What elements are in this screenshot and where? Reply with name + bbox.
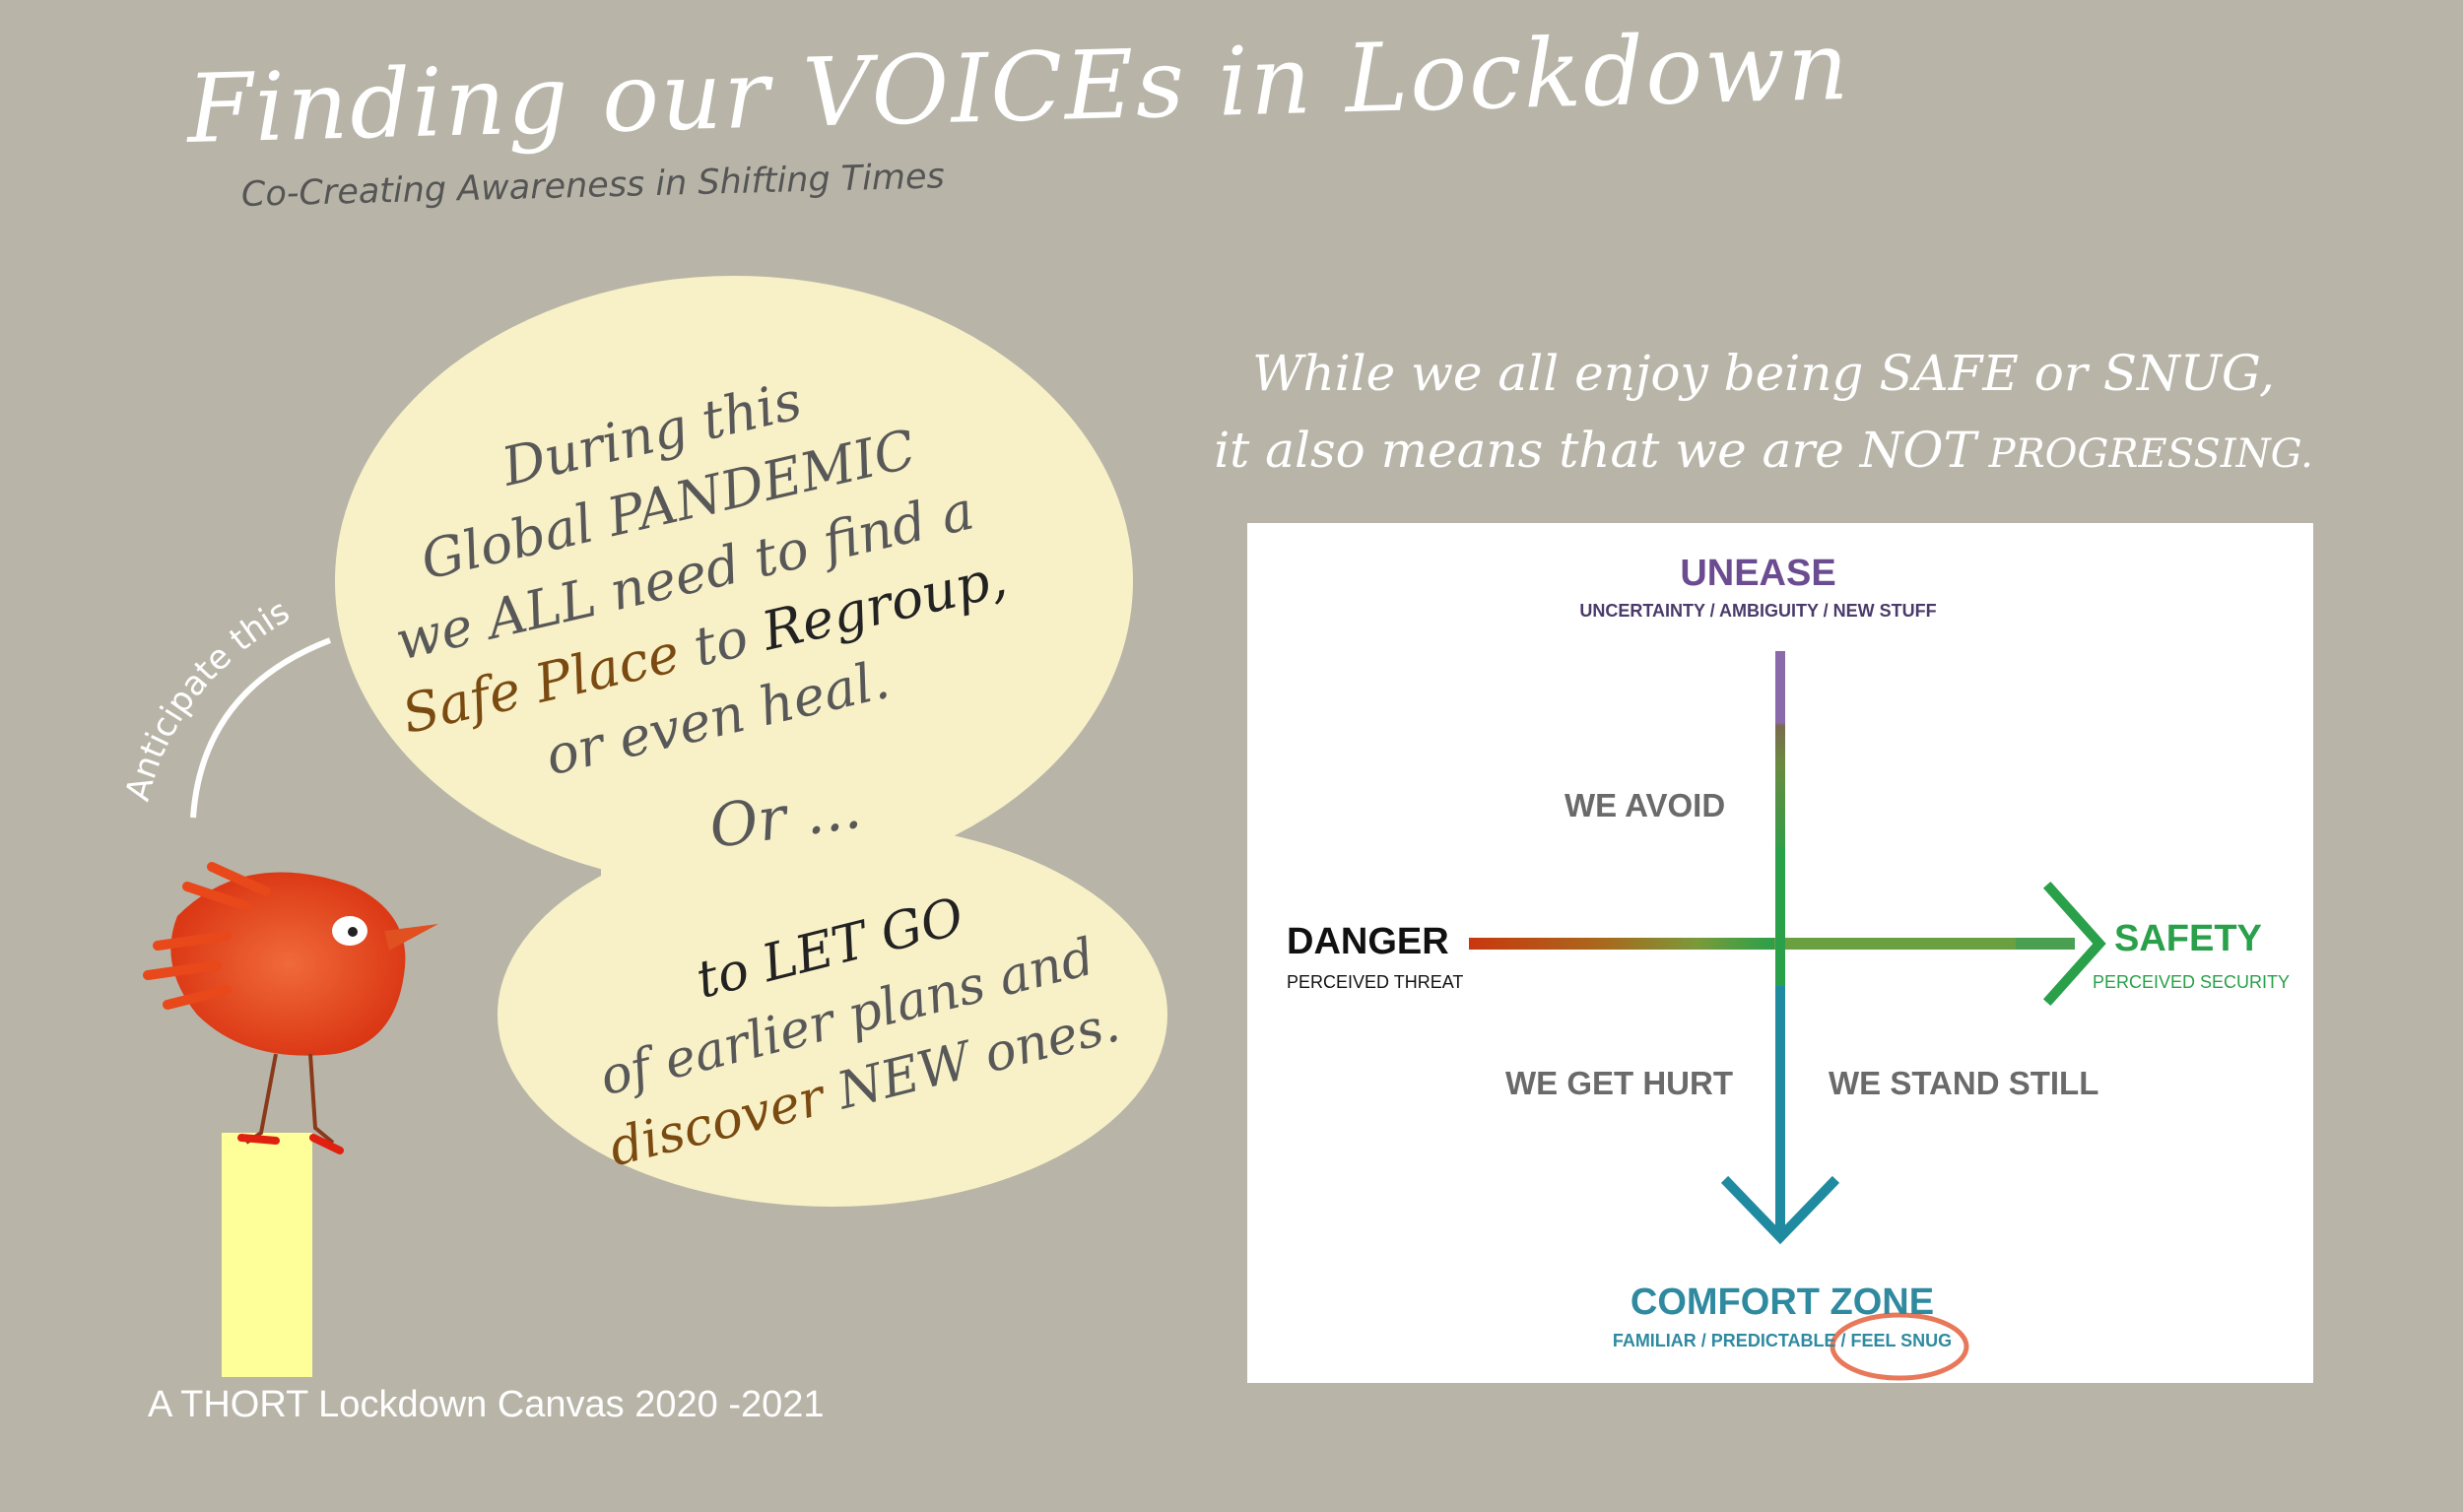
quadrant-we-avoid: WE AVOID xyxy=(1564,787,1726,823)
anticipate-label: Anticipate this xyxy=(118,592,297,805)
safety-title: SAFETY xyxy=(2114,918,2262,959)
tagline-line2: it also means that we are NOT PROGRESSIN… xyxy=(1214,422,2313,479)
comfort-zone-subtitle: FAMILIAR / PREDICTABLE / FEEL SNUG xyxy=(1612,1331,1953,1350)
unease-subtitle: UNCERTAINTY / AMBIGUITY / NEW STUFF xyxy=(1579,601,1937,621)
vertical-axis xyxy=(1775,651,1785,976)
horizontal-axis xyxy=(1469,938,1774,950)
tagline-line1: While we all enjoy being SAFE or SNUG, xyxy=(1252,345,2275,402)
footer-credit: A THORT Lockdown Canvas 2020 -2021 xyxy=(148,1384,825,1425)
diagram-axes xyxy=(1469,651,2106,1381)
comfort-zone-diagram: UNEASE UNCERTAINTY / AMBIGUITY / NEW STU… xyxy=(1247,523,2313,1383)
speech-bubble-top xyxy=(335,276,1133,887)
danger-subtitle: PERCEIVED THREAT xyxy=(1287,972,1464,992)
quadrant-we-get-hurt: WE GET HURT xyxy=(1505,1065,1733,1101)
pedestal xyxy=(222,1133,312,1377)
comfort-zone-title: COMFORT ZONE xyxy=(1630,1282,1935,1323)
speech-bubble-join xyxy=(601,818,926,936)
down-arrow-icon xyxy=(1720,1175,1840,1245)
safety-subtitle: PERCEIVED SECURITY xyxy=(2093,972,2291,992)
bird-character-icon xyxy=(143,862,438,1154)
quadrant-we-stand-still: WE STAND STILL xyxy=(1829,1065,2099,1101)
danger-title: DANGER xyxy=(1287,921,1449,962)
unease-title: UNEASE xyxy=(1680,553,1836,594)
right-arrow-icon xyxy=(2042,881,2106,1007)
feel-snug-circle xyxy=(1830,1312,1969,1381)
tagline: While we all enjoy being SAFE or SNUG, i… xyxy=(1172,335,2355,493)
anticipate-arc xyxy=(190,637,332,819)
